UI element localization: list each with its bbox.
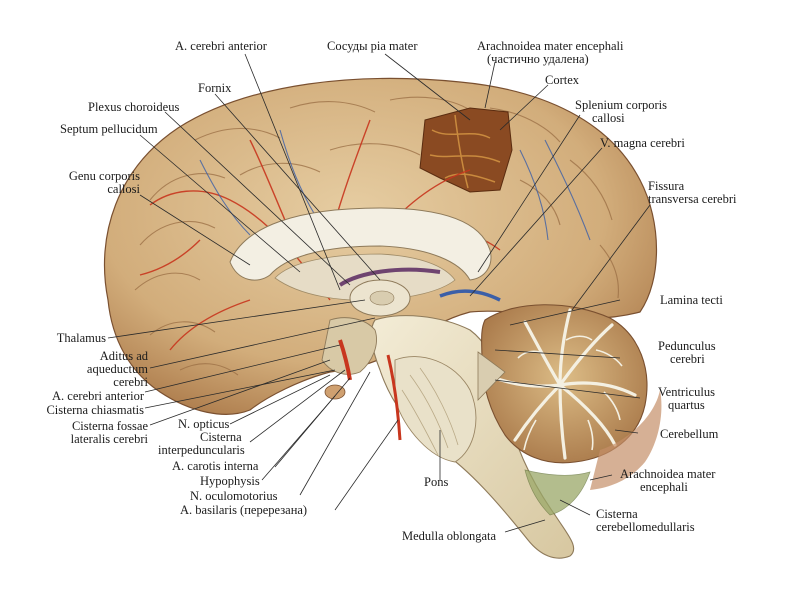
basilar-artery [386,354,402,441]
label-cerebellum: Cerebellum [660,427,719,441]
label-cisterna-fossae-1: Cisterna fossae [71,419,148,433]
label-ventriculus-2: quartus [668,398,705,412]
label-fissura-2: transversa cerebri [648,192,737,206]
label-plexus-choroideus: Plexus choroideus [88,100,180,114]
label-cisterna-chiasmatis: Cisterna chiasmatis [46,403,144,417]
label-cisterna-cm-1: Cisterna [596,507,638,521]
fornix [338,267,441,287]
label-pons: Pons [424,475,449,489]
cortex-window [419,107,513,193]
label-cisterna-interped-1: Cisterna [200,430,242,444]
arachnoid-cerebellar [590,390,662,490]
cortex-window-pattern [429,114,501,189]
label-lamina-tecti: Lamina tecti [660,293,723,307]
septum-pellucidum [274,253,456,301]
label-a-cerebri-anterior: A. cerebri anterior [175,39,267,53]
label-arachnoidea-2: (частично удалена) [487,52,589,66]
label-splenium-2: callosi [592,111,625,125]
label-genu-2: callosi [107,182,140,196]
label-pedunculus-2: cerebri [670,352,705,366]
thalamus-adhesion [369,290,395,306]
label-n-oculomotorius: N. oculomotorius [190,489,278,503]
label-vessels-pia-mater: Сосуды pia mater [327,39,418,53]
label-septum-pellucidum: Septum pellucidum [60,122,158,136]
carotid-artery [338,339,352,381]
label-hypophysis: Hypophysis [200,474,260,488]
label-pedunculus-1: Pedunculus [658,339,716,353]
label-arachnoidea-r-2: encephali [640,480,688,494]
label-cisterna-interped-2: interpeduncularis [158,443,245,457]
hypophysis [324,384,346,400]
label-aditus-2: aqueductum [86,362,148,376]
label-arachnoidea-r-1: Arachnoidea mater [620,467,716,481]
arbor-vitae [493,308,637,460]
label-arachnoidea-1: Arachnoidea mater encephali [477,39,624,53]
label-aditus-3: cerebri [113,375,148,389]
cisterna-cerebellomedullaris [524,469,591,516]
label-v-magna-cerebri: V. magna cerebri [600,136,685,150]
corpus-callosum [229,207,492,281]
label-ventriculus-1: Ventriculus [658,385,715,399]
label-a-basilaris: A. basilaris (перерезана) [180,503,308,517]
label-genu-1: Genu corporis [68,169,140,183]
label-cisterna-cm-2: cerebellomedullaris [596,520,695,534]
vena-magna [439,289,501,302]
hypothalamus-region [321,317,377,375]
label-aditus-1: Aditus ad [99,349,148,363]
pons-fibers [401,367,459,456]
label-thalamus: Thalamus [56,331,106,345]
label-cortex: Cortex [545,73,580,87]
fourth-ventricle [477,351,506,401]
label-cisterna-fossae-2: lateralis cerebri [70,432,148,446]
label-medulla-oblongata: Medulla oblongata [402,529,497,543]
label-fornix: Fornix [198,81,232,95]
label-fissura-1: Fissura [648,179,685,193]
label-a-carotis-interna: A. carotis interna [172,459,259,473]
label-a-cerebri-anterior-2: A. cerebri anterior [52,389,144,403]
label-n-opticus: N. opticus [178,417,230,431]
label-splenium-1: Splenium corporis [575,98,668,112]
